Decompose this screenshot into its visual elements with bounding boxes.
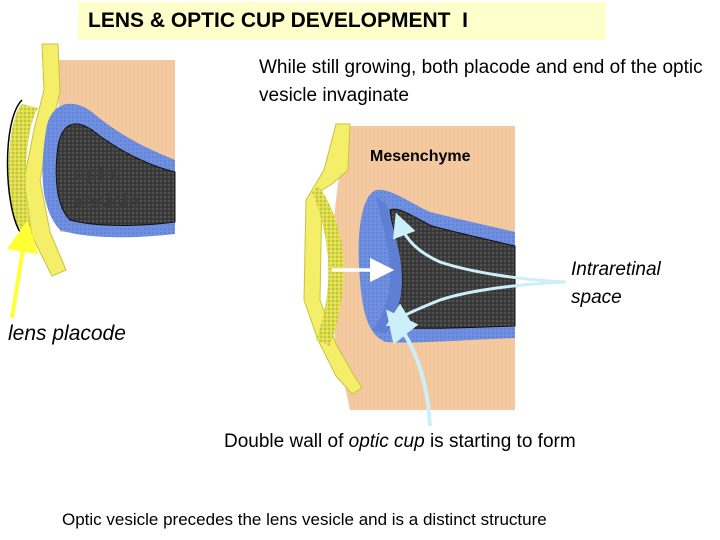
optic-vesicle-label: optic vesicle [73, 163, 140, 213]
lens-placode-arrow [6, 220, 39, 319]
double-wall-arrow [386, 309, 432, 427]
caption-after: is starting to form [424, 431, 576, 452]
double-wall-caption: Double wall of optic cup is starting to … [224, 431, 576, 453]
intraretinal-arrow-upper [392, 212, 567, 284]
left-lens-placode [8, 104, 39, 232]
left-optic-vesicle-lumen [55, 123, 176, 226]
right-lens-placode [312, 186, 344, 346]
subtitle: While still growing, both placode and en… [259, 57, 703, 106]
right-inner-retina [372, 196, 402, 334]
footer-note: Optic vesicle precedes the lens vesicle … [62, 510, 547, 529]
caption-before: Double wall of [224, 431, 349, 452]
lens-placode-label: lens placode [8, 322, 126, 345]
page-title: LENS & OPTIC CUP DEVELOPMENT I [78, 2, 606, 40]
left-surface-ectoderm [23, 43, 67, 277]
right-panel [303, 123, 567, 427]
intraretinal-space-label: Intraretinal space [571, 259, 661, 308]
mesenchyme-label: Mesenchyme [370, 148, 471, 165]
caption-emphasis: optic cup [348, 431, 425, 452]
